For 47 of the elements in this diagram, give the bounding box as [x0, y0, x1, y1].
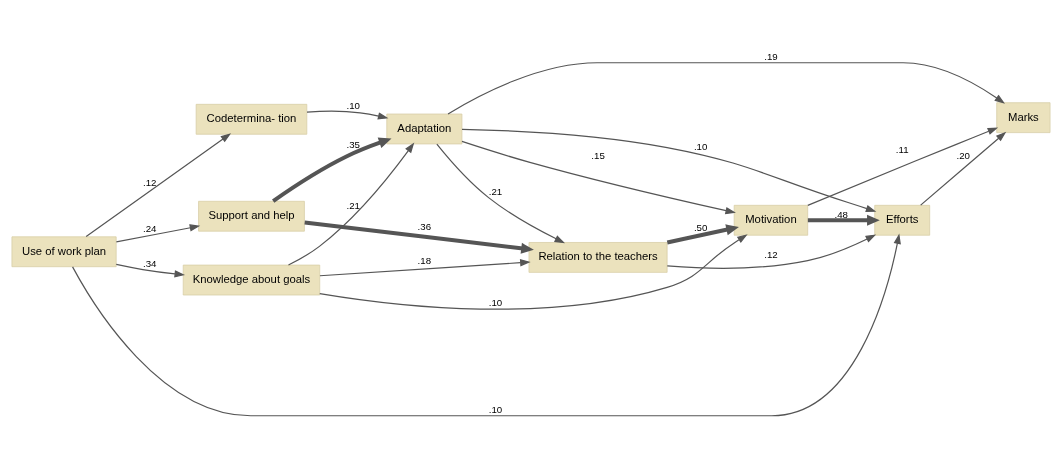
- edge-label: .18: [417, 254, 432, 266]
- arrow: [920, 131, 1007, 206]
- edge-label: .12: [764, 248, 778, 260]
- edge-label: .48: [834, 208, 848, 220]
- arrow: [306, 110, 389, 120]
- node-box: Use of work plan: [11, 236, 117, 268]
- node-box: Efforts: [874, 204, 931, 236]
- edge-label: .10: [346, 100, 361, 112]
- node-box: Marks: [996, 102, 1051, 133]
- edge-label: .15: [591, 150, 605, 162]
- arrow: [807, 127, 999, 206]
- arrow: [287, 142, 415, 266]
- arrow: [115, 263, 185, 278]
- edge-label: .10: [693, 141, 708, 153]
- edge-label: .50: [693, 222, 708, 234]
- edge-label: .11: [895, 143, 909, 155]
- edge-label: .24: [142, 223, 157, 235]
- node-box: Adaptation: [386, 113, 463, 145]
- edge-label: .34: [142, 257, 157, 269]
- arrow: [319, 234, 748, 310]
- node-box: Support and help: [198, 200, 305, 232]
- arrow: [666, 234, 877, 269]
- arrow: [461, 140, 736, 215]
- node-box: Codetermina- tion: [195, 103, 308, 135]
- edge-label: .10: [488, 404, 503, 416]
- edge-label: .12: [142, 177, 157, 189]
- node-box: Relation to the teachers: [528, 242, 668, 273]
- arrow: [304, 220, 534, 254]
- arrow: [71, 233, 901, 417]
- edge-label: .36: [417, 220, 432, 232]
- arrow: [447, 62, 1006, 115]
- arrow: [436, 143, 566, 244]
- edge-label: .20: [956, 150, 970, 162]
- node-box: Knowledge about goals: [182, 264, 321, 296]
- arrow: [115, 224, 201, 243]
- node-box: Motivation: [733, 204, 809, 236]
- arrow: [319, 259, 531, 277]
- edge-label: .10: [488, 297, 503, 309]
- arrow: [85, 133, 232, 238]
- arrow: [272, 137, 392, 203]
- arrow: [807, 214, 880, 226]
- edge-label: .35: [346, 139, 361, 151]
- edge-label: .21: [488, 185, 503, 197]
- arrow: [666, 224, 739, 245]
- arrow: [461, 128, 877, 212]
- edge-label: .21: [346, 199, 361, 211]
- edge-label: .19: [764, 50, 778, 62]
